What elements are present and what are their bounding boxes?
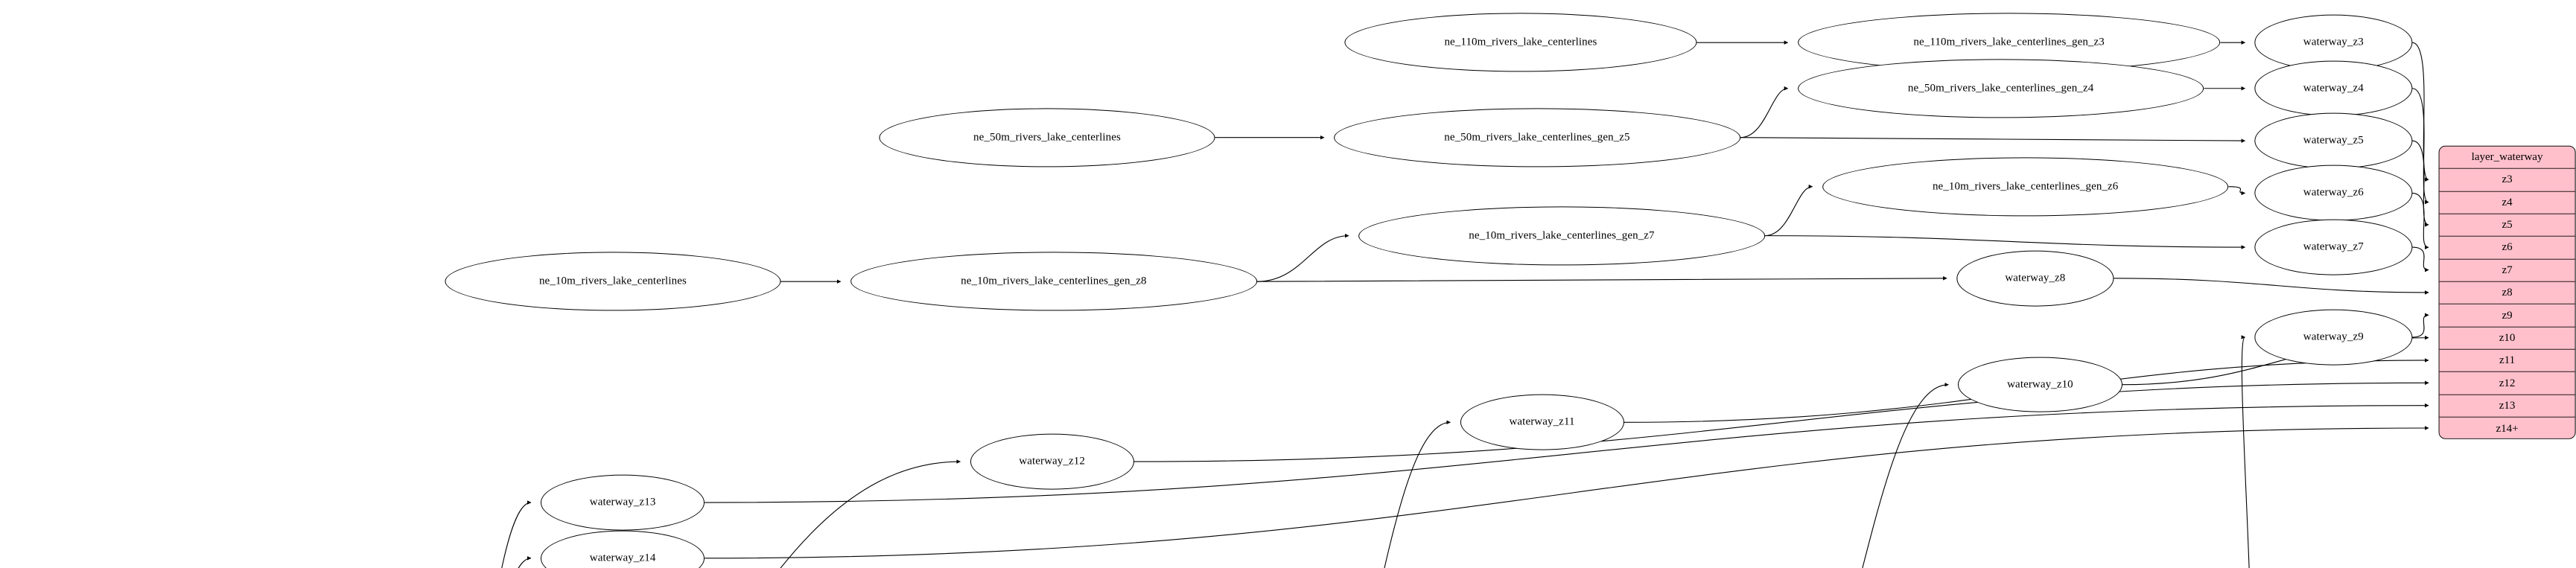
graph-node-ne50[interactable]: ne_50m_rivers_lake_centerlines [879,108,1215,167]
graph-edge [2412,310,2430,337]
graph-edge [1257,231,1350,282]
graph-edge [2412,42,2430,185]
graph-node-ww_z5[interactable]: waterway_z5 [2254,112,2412,169]
graph-edge [705,401,2430,502]
graph-node-ne50_z4[interactable]: ne_50m_rivers_lake_centerlines_gen_z4 [1797,59,2204,118]
graph-node-label: ne_50m_rivers_lake_centerlines_gen_z4 [1907,82,2094,95]
table-row[interactable]: z10 [2439,327,2575,350]
graph-node-label: ne_10m_rivers_lake_centerlines_gen_z8 [961,275,1147,287]
graph-node-label: waterway_z13 [589,496,656,508]
graph-node-ne110_z3[interactable]: ne_110m_rivers_lake_centerlines_gen_z3 [1797,13,2221,72]
graph-edge [1134,378,2430,462]
graph-edge [2412,247,2430,275]
graph-node-ne50_z5[interactable]: ne_50m_rivers_lake_centerlines_gen_z5 [1334,108,1740,167]
graph-node-ww_z12[interactable]: waterway_z12 [970,433,1134,490]
graph-edge [1757,380,1950,568]
graph-node-ww_z10[interactable]: waterway_z10 [1958,357,2122,413]
graph-edge [2412,193,2430,252]
graph-node-label: waterway_z10 [2007,378,2073,391]
graph-edge [1282,418,1451,568]
graph-node-label: waterway_z14 [589,552,656,564]
graph-node-ww_z4[interactable]: waterway_z4 [2254,60,2412,117]
table-row[interactable]: z3 [2439,169,2575,192]
graph-edge [705,423,2430,558]
graph-node-ne10_z6[interactable]: ne_10m_rivers_lake_centerlines_gen_z6 [1822,157,2229,217]
graph-edge [2412,89,2430,207]
graph-node-label: waterway_z5 [2303,134,2364,147]
graph-node-ne10_z7[interactable]: ne_10m_rivers_lake_centerlines_gen_z7 [1358,206,1765,266]
graph-edge [1765,236,2246,252]
graph-node-label: waterway_z9 [2303,331,2364,343]
graph-node-ne10[interactable]: ne_10m_rivers_lake_centerlines [445,252,781,311]
graph-edge [1765,182,1813,236]
graph-node-ww_z7[interactable]: waterway_z7 [2254,219,2412,275]
graph-node-label: waterway_z7 [2303,240,2364,253]
graph-node-label: waterway_z4 [2303,82,2364,95]
graph-node-label: waterway_z12 [1019,455,1085,468]
table-row[interactable]: z14+ [2439,417,2575,439]
graph-node-ww_z11[interactable]: waterway_z11 [1460,394,1624,450]
graph-node-label: ne_50m_rivers_lake_centerlines [973,131,1121,144]
table-row[interactable]: z11 [2439,349,2575,373]
graph-edge [416,457,961,568]
graph-edge [2236,333,2251,568]
graph-edge [1740,136,2246,146]
graph-node-ww_z8[interactable]: waterway_z8 [1956,250,2114,307]
graph-node-label: ne_110m_rivers_lake_centerlines_gen_z3 [1913,36,2105,48]
graph-edge [416,498,532,568]
graph-node-label: waterway_z3 [2303,36,2364,48]
table-row[interactable]: z13 [2439,395,2575,418]
graph-node-label: waterway_z6 [2303,186,2364,199]
graph-node-ww_z9[interactable]: waterway_z9 [2254,309,2412,366]
graph-node-label: waterway_z8 [2005,272,2066,284]
graph-edge [2114,278,2430,297]
graph-edge [1257,273,1948,283]
graph-edge [416,553,532,568]
table-row[interactable]: z4 [2439,191,2575,214]
graph-node-ww_z6[interactable]: waterway_z6 [2254,165,2412,221]
graph-node-label: ne_110m_rivers_lake_centerlines [1444,36,1597,48]
table-row[interactable]: z12 [2439,372,2575,395]
graph-node-ww_z13[interactable]: waterway_z13 [541,474,705,531]
graph-node-label: ne_10m_rivers_lake_centerlines_gen_z6 [1932,180,2119,193]
graph-edge [1740,83,1789,138]
graph-edge [2229,187,2246,198]
graph-node-label: ne_10m_rivers_lake_centerlines_gen_z7 [1469,229,1655,242]
table-row[interactable]: z6 [2439,237,2575,260]
graph-node-ne110[interactable]: ne_110m_rivers_lake_centerlines [1344,13,1697,72]
graph-node-ne10_z8[interactable]: ne_10m_rivers_lake_centerlines_gen_z8 [850,252,1257,311]
table-row[interactable]: z8 [2439,281,2575,305]
table-header: layer_waterway [2439,146,2575,170]
graph-node-label: ne_10m_rivers_lake_centerlines [538,275,687,287]
table-row[interactable]: z5 [2439,214,2575,237]
graph-edge [2412,141,2430,229]
graph-node-label: waterway_z11 [1509,415,1575,428]
graph-node-label: ne_50m_rivers_lake_centerlines_gen_z5 [1444,131,1630,144]
table-row[interactable]: z7 [2439,259,2575,282]
table-row[interactable]: z9 [2439,304,2575,328]
